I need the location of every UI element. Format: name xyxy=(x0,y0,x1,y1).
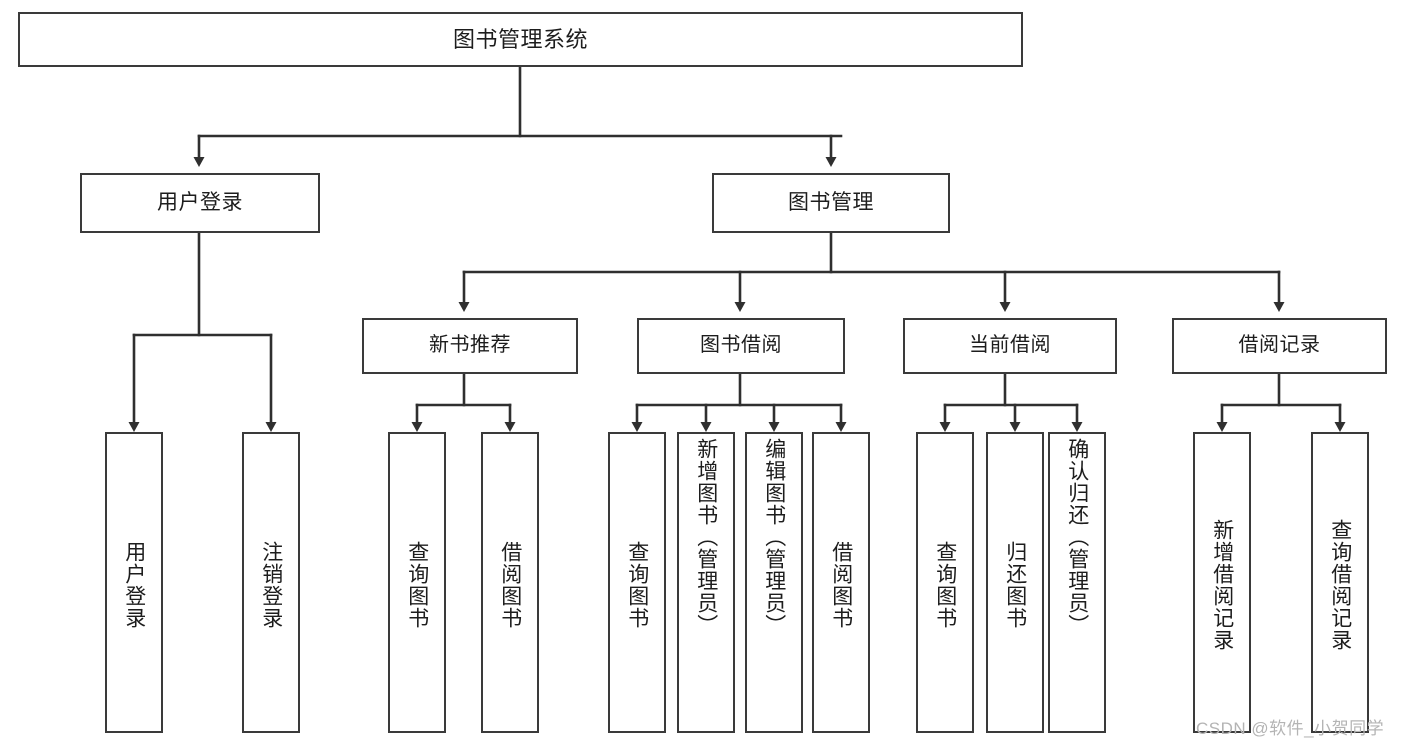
node-root[interactable]: 图书管理系统 xyxy=(18,12,1023,67)
node-leaf-add-book-label: 新增图书（管理员） xyxy=(694,438,718,636)
node-borrow-record-label: 借阅记录 xyxy=(1238,334,1321,357)
node-book-borrow[interactable]: 图书借阅 xyxy=(637,318,845,374)
node-leaf-add-record[interactable]: 新增借阅记录 xyxy=(1193,432,1251,733)
node-leaf-add-record-label: 新增借阅记录 xyxy=(1210,518,1234,651)
node-leaf-edit-book-label: 编辑图书（管理员） xyxy=(762,438,786,636)
node-leaf-query-book-3[interactable]: 查询图书 xyxy=(916,432,974,733)
node-leaf-query-record-label: 查询借阅记录 xyxy=(1328,518,1352,651)
node-leaf-logout-login-label: 注销登录 xyxy=(259,540,283,629)
node-leaf-borrow-book-2-label: 借阅图书 xyxy=(829,540,853,629)
node-leaf-query-book-1[interactable]: 查询图书 xyxy=(388,432,446,733)
node-book-borrow-label: 图书借阅 xyxy=(700,334,782,357)
node-leaf-query-book-2-label: 查询图书 xyxy=(625,540,649,629)
node-leaf-query-book-2[interactable]: 查询图书 xyxy=(608,432,666,733)
node-current-borrow-label: 当前借阅 xyxy=(969,334,1051,357)
node-borrow-record[interactable]: 借阅记录 xyxy=(1172,318,1387,374)
node-book-manage-label: 图书管理 xyxy=(788,190,874,214)
node-leaf-borrow-book-2[interactable]: 借阅图书 xyxy=(812,432,870,733)
csdn-watermark: CSDN @软件_小贺同学 xyxy=(1196,719,1385,738)
node-leaf-user-login-label: 用户登录 xyxy=(122,540,146,629)
node-new-book-recommend[interactable]: 新书推荐 xyxy=(362,318,578,374)
node-leaf-user-login[interactable]: 用户登录 xyxy=(105,432,163,733)
node-leaf-query-record[interactable]: 查询借阅记录 xyxy=(1311,432,1369,733)
node-root-label: 图书管理系统 xyxy=(452,26,588,52)
node-leaf-edit-book[interactable]: 编辑图书（管理员） xyxy=(745,432,803,733)
node-leaf-return-book-label: 归还图书 xyxy=(1003,540,1027,629)
node-leaf-query-book-1-label: 查询图书 xyxy=(405,540,429,629)
node-user-login[interactable]: 用户登录 xyxy=(80,173,320,233)
node-leaf-confirm-return[interactable]: 确认归还（管理员） xyxy=(1048,432,1106,733)
node-leaf-logout-login[interactable]: 注销登录 xyxy=(242,432,300,733)
node-leaf-borrow-book-1[interactable]: 借阅图书 xyxy=(481,432,539,733)
node-leaf-confirm-return-label: 确认归还（管理员） xyxy=(1065,438,1089,636)
node-leaf-return-book[interactable]: 归还图书 xyxy=(986,432,1044,733)
node-new-book-recommend-label: 新书推荐 xyxy=(429,334,511,357)
node-user-login-label: 用户登录 xyxy=(157,190,243,214)
node-book-manage[interactable]: 图书管理 xyxy=(712,173,950,233)
node-current-borrow[interactable]: 当前借阅 xyxy=(903,318,1117,374)
node-leaf-query-book-3-label: 查询图书 xyxy=(933,540,957,629)
node-leaf-borrow-book-1-label: 借阅图书 xyxy=(498,540,522,629)
node-leaf-add-book[interactable]: 新增图书（管理员） xyxy=(677,432,735,733)
